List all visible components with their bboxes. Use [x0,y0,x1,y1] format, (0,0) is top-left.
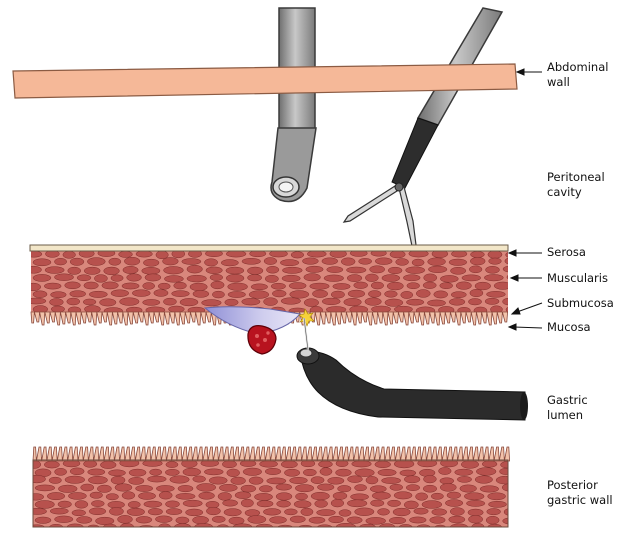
submucosal-bleb [203,306,301,335]
anterior-gastric-wall [29,244,509,355]
endoscope [296,317,528,421]
serosa-layer [29,244,509,252]
label-submucosa: Submucosa [547,296,614,310]
grasper-instrument [342,7,504,247]
label-muscularis: Muscularis [547,271,608,285]
abdominal-wall [12,63,518,99]
leader-lines [507,68,543,331]
cautery-spark [298,308,315,327]
label-serosa: Serosa [547,245,586,259]
label-mucosa: Mucosa [547,320,591,334]
lesion [247,325,277,355]
laparoscope [270,7,317,203]
posterior-gastric-wall-section [32,446,511,528]
